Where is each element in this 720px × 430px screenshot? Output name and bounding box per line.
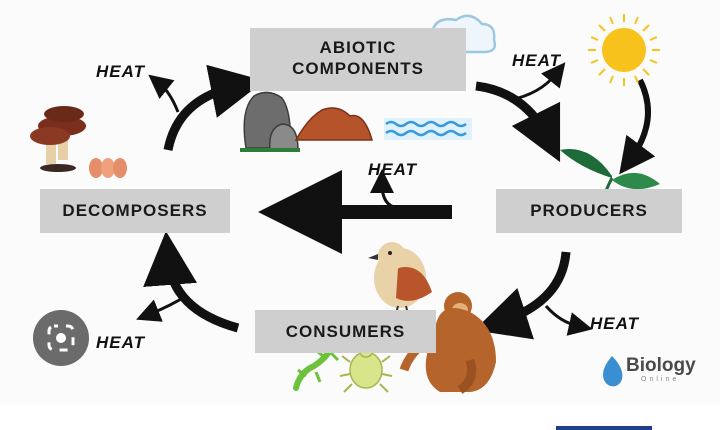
heat-arrow-consumers-right xyxy=(544,305,593,336)
consumers-label: CONSUMERS xyxy=(285,322,406,341)
decomposers-box: DECOMPOSERS xyxy=(40,189,230,233)
heat-arrow-consumers-left xyxy=(136,294,187,322)
water-icon xyxy=(384,118,472,140)
brand-logo-icon xyxy=(603,356,623,387)
brand-subtitle: Online xyxy=(641,376,680,383)
arrow-decomposers-to-abiotic xyxy=(163,64,265,151)
abiotic-label-line1: ABIOTIC xyxy=(319,38,397,57)
heat-label-decomposers: HEAT xyxy=(96,62,146,81)
producers-label: PRODUCERS xyxy=(530,201,648,220)
arrow-sun-to-producers xyxy=(619,78,656,175)
sun-icon xyxy=(588,14,660,86)
bacteria-icon xyxy=(89,158,127,178)
abiotic-label-line2: COMPONENTS xyxy=(292,59,424,78)
soil-icon xyxy=(294,107,373,141)
bug-icon xyxy=(339,342,393,393)
bottom-strip xyxy=(0,404,720,430)
consumers-box: CONSUMERS xyxy=(255,310,436,353)
heat-arrow-decomposers xyxy=(148,74,180,113)
bird-icon xyxy=(368,242,432,315)
lens-search-icon xyxy=(47,324,75,352)
lens-search-button[interactable] xyxy=(33,310,89,366)
heat-label-center: HEAT xyxy=(368,160,418,179)
heat-arrow-abiotic xyxy=(509,62,566,102)
arrow-abiotic-to-producers xyxy=(475,81,561,163)
heat-label-abiotic: HEAT xyxy=(512,51,562,70)
heat-label-consumers-left: HEAT xyxy=(96,333,146,352)
bottom-accent-bar xyxy=(556,426,652,430)
mushroom-icon xyxy=(30,106,86,172)
arrow-producers-to-consumers xyxy=(474,251,571,340)
brand-name: Biology xyxy=(626,355,696,376)
arrow-consumers-to-decomposers xyxy=(143,231,240,333)
heat-arrow-center xyxy=(370,169,399,210)
rock-icon xyxy=(240,91,300,152)
decomposers-label: DECOMPOSERS xyxy=(62,201,208,220)
heat-label-consumers-right: HEAT xyxy=(590,314,640,333)
abiotic-components-box: ABIOTIC COMPONENTS xyxy=(250,28,466,91)
producers-box: PRODUCERS xyxy=(496,189,682,233)
